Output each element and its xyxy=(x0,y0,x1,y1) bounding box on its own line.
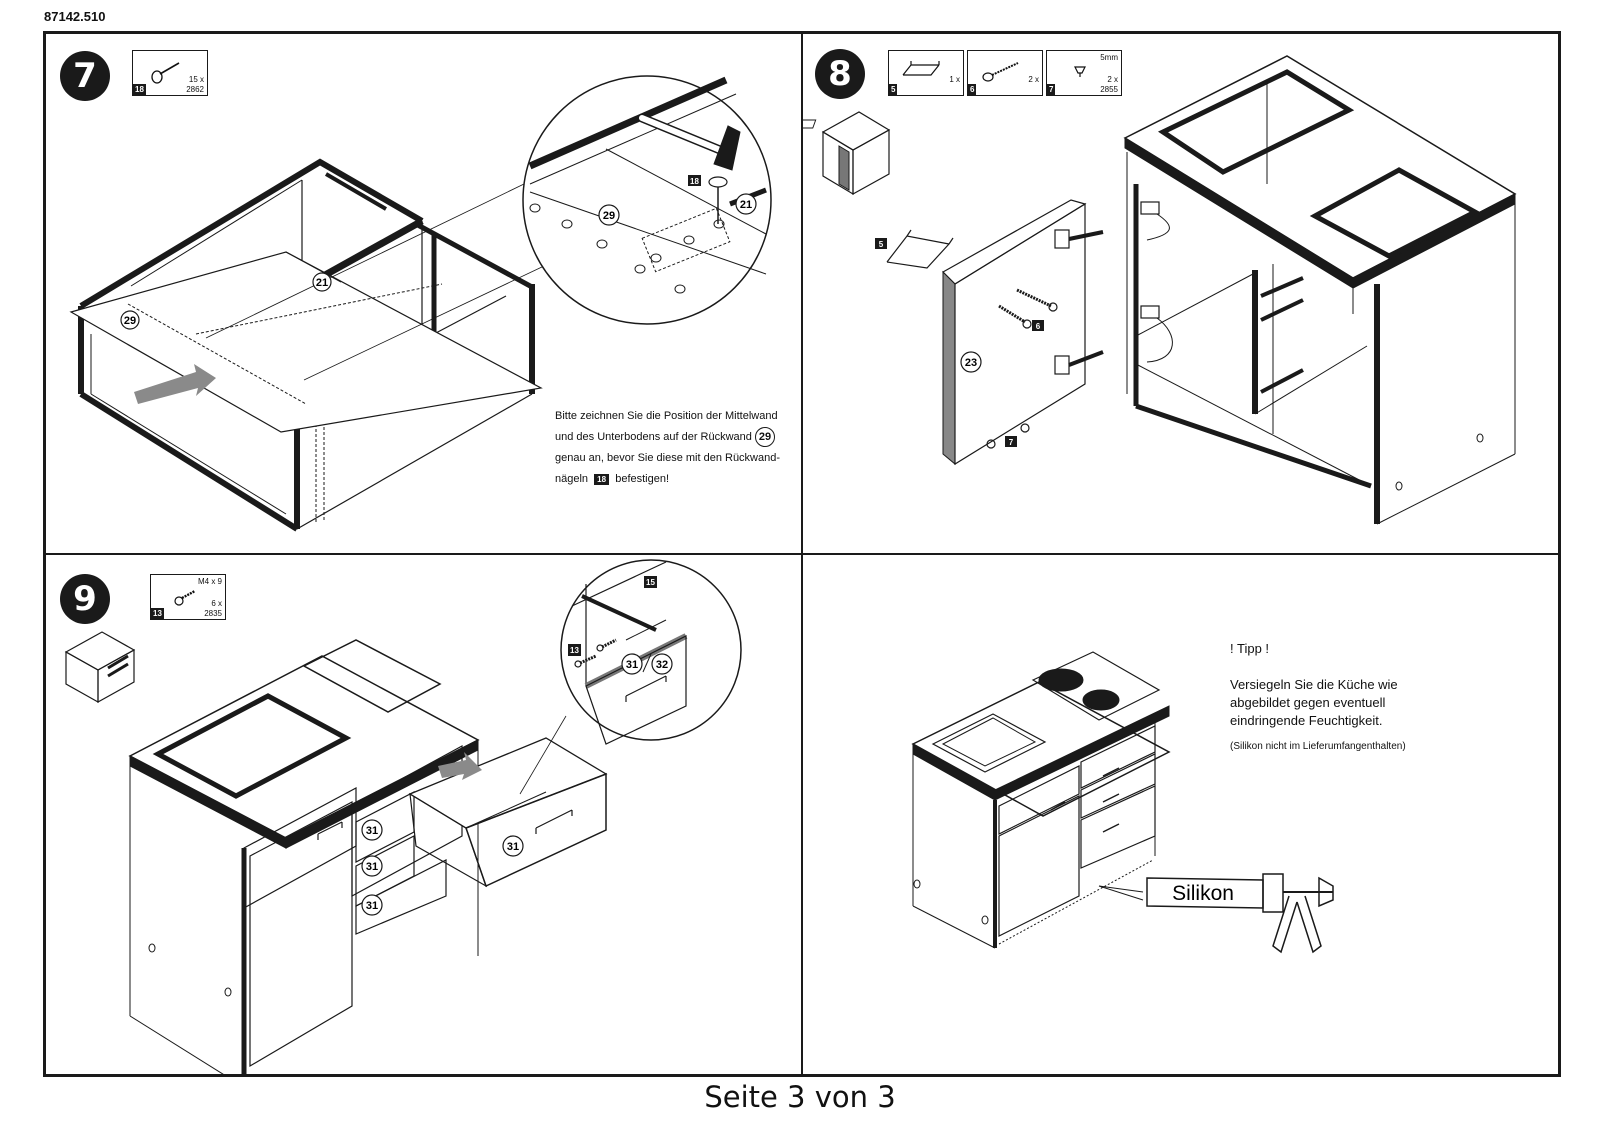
part-13-dim: M4 x 9 xyxy=(197,577,222,586)
part-7-knob-box: 5mm 2 x 2855 7 xyxy=(1046,50,1122,96)
step-8-panel: 8 1 x 5 2 x 6 5mm 2 x 2855 7 xyxy=(803,34,1558,552)
nail-icon xyxy=(151,62,180,84)
knob-icon xyxy=(1074,66,1086,77)
part-13-qty: 6 x xyxy=(211,599,222,608)
document-number: 87142.510 xyxy=(44,9,106,24)
part-6-qty: 2 x xyxy=(1028,75,1039,84)
step-9-panel: 9 M4 x 9 6 x 2835 13 xyxy=(46,556,800,1074)
step-7-panel: 7 15 x 2862 18 xyxy=(46,34,800,552)
part-7-qty: 2 x xyxy=(1107,75,1118,84)
note-line-4-text: nägeln xyxy=(555,473,589,485)
silikon-label: Silikon xyxy=(1172,882,1234,905)
label-32-zoom: 32 xyxy=(656,659,668,671)
part-7-id: 7 xyxy=(1047,84,1056,95)
part-6-id: 6 xyxy=(968,84,977,95)
label-31-drawer-3: 31 xyxy=(366,900,378,912)
part-13-code: 2835 xyxy=(204,609,222,618)
label-29-cabinet: 29 xyxy=(124,315,136,327)
step-7-note: Bitte zeichnen Sie die Position der Mitt… xyxy=(555,406,800,490)
part-5-qty: 1 x xyxy=(949,75,960,84)
part-13-id: 13 xyxy=(151,608,164,619)
screw-icon xyxy=(982,62,1019,82)
label-15-rail: 15 xyxy=(646,578,655,587)
tip-line-2: abgebildet gegen eventuell xyxy=(1230,695,1386,710)
step-9-number: 9 xyxy=(60,574,110,624)
label-6-screw: 6 xyxy=(1036,322,1041,331)
step-9-drawing: 31 31 31 31 31 32 15 13 xyxy=(64,559,742,1074)
horizontal-divider xyxy=(43,553,1561,555)
step-7-drawing: 29 21 29 21 18 xyxy=(69,75,772,532)
tip-panel: Silikon ! Tipp ! Versiegeln Sie die Küch… xyxy=(803,556,1558,1074)
note-line-4-end: befestigen! xyxy=(615,473,670,485)
step-8-drawing: 23 5 6 7 xyxy=(803,55,1517,525)
note-line-2-text: und des Unterbodens auf der Rückwand xyxy=(555,431,752,443)
part-13-screw-box: M4 x 9 6 x 2835 13 xyxy=(150,574,226,620)
handle-icon xyxy=(902,61,940,76)
label-29-zoom: 29 xyxy=(603,210,615,222)
part-18-code: 2862 xyxy=(186,85,204,94)
part-5-id: 5 xyxy=(889,84,898,95)
label-18-zoom: 18 xyxy=(690,177,699,186)
label-7-knob: 7 xyxy=(1009,438,1014,447)
part-6-screw-box: 2 x 6 xyxy=(967,50,1043,96)
tip-line-1: Versiegeln Sie die Küche wie xyxy=(1230,677,1398,692)
label-23-door: 23 xyxy=(965,357,977,369)
part-18-id: 18 xyxy=(133,84,146,95)
page-footer: Seite 3 von 3 xyxy=(704,1080,896,1114)
label-13-screw: 13 xyxy=(570,646,579,655)
part-7-dim: 5mm xyxy=(1100,53,1118,62)
tip-drawing: Silikon xyxy=(911,651,1334,954)
part-5-handle-box: 1 x 5 xyxy=(888,50,964,96)
note-ref-29: 29 xyxy=(754,427,775,448)
label-5-handle: 5 xyxy=(879,240,884,249)
note-line-4: nägeln 18 befestigen! xyxy=(555,469,800,490)
label-21-cabinet: 21 xyxy=(316,277,328,289)
tip-title: ! Tipp ! xyxy=(1230,641,1270,656)
note-ref-18: 18 xyxy=(594,474,610,485)
part-18-nail-box: 15 x 2862 18 xyxy=(132,50,208,96)
note-line-2: und des Unterbodens auf der Rückwand 29 xyxy=(555,427,800,448)
label-31-drawer-1: 31 xyxy=(366,825,378,837)
tip-small-note: (Silikon nicht im Lieferumfangenthalten) xyxy=(1230,741,1406,752)
note-line-1: Bitte zeichnen Sie die Position der Mitt… xyxy=(555,410,778,422)
part-18-qty: 15 x xyxy=(188,75,204,84)
part-7-code: 2855 xyxy=(1100,85,1118,94)
label-31-drawer-2: 31 xyxy=(366,861,378,873)
machine-screw-icon xyxy=(174,589,196,606)
label-31-pullout: 31 xyxy=(507,841,519,853)
step-8-number: 8 xyxy=(815,49,865,99)
label-31-zoom: 31 xyxy=(626,659,638,671)
tip-text: ! Tipp ! Versiegeln Sie die Küche wie ab… xyxy=(1230,640,1550,756)
note-line-3: genau an, bevor Sie diese mit den Rückwa… xyxy=(555,452,781,464)
tip-line-3: eindringende Feuchtigkeit. xyxy=(1230,713,1383,728)
label-21-zoom: 21 xyxy=(740,199,752,211)
step-7-number: 7 xyxy=(60,51,110,101)
